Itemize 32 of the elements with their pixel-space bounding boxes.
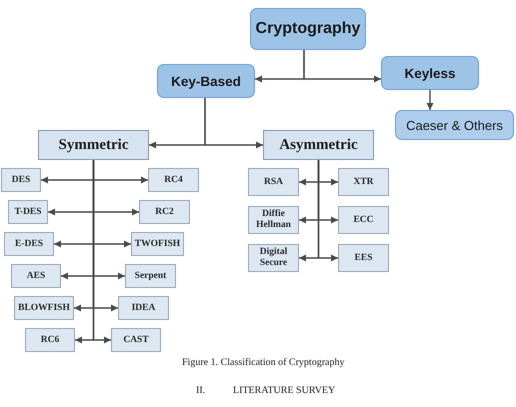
category-box: Key-Based xyxy=(157,64,255,98)
figure-caption: Figure 1. Classification of Cryptography xyxy=(182,357,344,369)
category-box: Cryptography xyxy=(250,8,366,50)
algorithm-box: TWOFISH xyxy=(131,232,184,256)
algorithm-box: XTR xyxy=(338,168,389,196)
algorithm-box: EES xyxy=(338,244,389,272)
algorithm-box: AES xyxy=(11,264,61,288)
arrow xyxy=(318,160,338,262)
category-box: Asymmetric xyxy=(263,130,374,160)
algorithm-box: RC6 xyxy=(25,328,75,352)
algorithm-box: RSA xyxy=(248,168,299,196)
category-box: Symmetric xyxy=(38,130,149,160)
arrow xyxy=(426,90,434,110)
algorithm-box: Diffie Hellman xyxy=(248,206,299,234)
arrow xyxy=(303,50,381,82)
arrow xyxy=(204,98,263,148)
algorithm-box: DES xyxy=(1,168,41,192)
algorithm-box: BLOWFISH xyxy=(14,296,74,320)
section-heading: LITERATURE SURVEY xyxy=(233,385,336,397)
algorithm-box: IDEA xyxy=(118,296,169,320)
algorithm-box: Serpent xyxy=(125,264,176,288)
section-number: II. xyxy=(196,385,206,397)
category-box: Keyless xyxy=(381,56,479,90)
arrow xyxy=(92,160,111,344)
algorithm-box: E-DES xyxy=(4,232,54,256)
category-box: Caeser & Others xyxy=(395,110,514,140)
algorithm-box: T-DES xyxy=(8,200,48,224)
algorithm-box: Digital Secure xyxy=(248,244,299,272)
algorithm-box: CAST xyxy=(111,328,161,352)
algorithm-box: RC2 xyxy=(139,200,190,224)
algorithm-box: RC4 xyxy=(148,168,199,192)
algorithm-box: ECC xyxy=(338,206,389,234)
